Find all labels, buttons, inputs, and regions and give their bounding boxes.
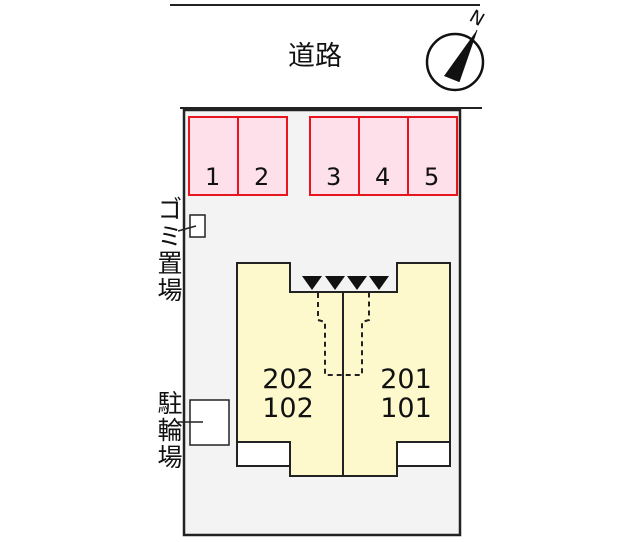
balcony-right — [396, 441, 451, 467]
unit-number: 202 — [262, 364, 314, 395]
parking-space-2 — [237, 116, 288, 196]
parking-number: 3 — [326, 163, 342, 191]
unit-labels-left: 202 102 — [238, 365, 338, 423]
parking-number: 1 — [205, 163, 221, 191]
garbage-leader-line — [177, 225, 197, 232]
parking-space-5 — [407, 116, 458, 196]
unit-labels-right: 201 101 — [356, 365, 456, 423]
parking-number: 2 — [254, 163, 270, 191]
bicycle-parking-label: 駐輪場 — [154, 390, 183, 471]
parking-space-3 — [309, 116, 360, 196]
unit-number: 101 — [380, 393, 432, 424]
entrance-markers — [302, 276, 389, 290]
stair-path — [317, 293, 370, 376]
balcony-left — [236, 441, 291, 467]
unit-number: 201 — [380, 364, 432, 395]
parking-spaces — [188, 116, 458, 196]
entrance-triangle — [347, 276, 367, 290]
parking-number: 5 — [424, 163, 440, 191]
compass — [425, 29, 485, 92]
garbage-area-label: ゴミ置場 — [154, 196, 183, 304]
entrance-triangle — [302, 276, 322, 290]
road-label: 道路 — [288, 41, 342, 72]
parking-number: 4 — [375, 163, 391, 191]
entrance-triangle — [369, 276, 389, 290]
garbage-area-box — [189, 214, 206, 238]
unit-number: 102 — [262, 393, 314, 424]
entrance-triangle — [325, 276, 345, 290]
